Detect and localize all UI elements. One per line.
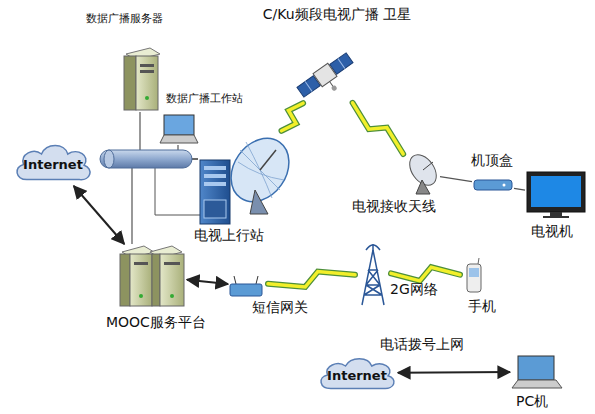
uplink-station: 电视上行站 — [198, 134, 290, 224]
connector — [440, 177, 472, 182]
node-label: 手机 — [468, 298, 496, 315]
node-label: C/Ku频段电视广播 卫星 — [262, 6, 412, 23]
satellite: C/Ku频段电视广播 卫星 — [297, 50, 353, 100]
television: 电视机 — [525, 170, 587, 220]
node-label: MOOC服务平台 — [106, 314, 206, 331]
pc: PC机 — [510, 354, 564, 390]
server-cluster-icon — [120, 246, 184, 306]
wireless-link — [391, 267, 460, 281]
satellite-icon — [296, 51, 360, 107]
node-label: 数据广播服务器 — [86, 12, 163, 25]
cell-network: 2G网络 — [359, 240, 387, 306]
connector — [187, 280, 228, 284]
router-icon — [230, 276, 262, 296]
tv-icon — [527, 172, 585, 218]
node-label: 2G网络 — [390, 281, 438, 298]
receive-antenna: 电视接收天线 — [406, 152, 440, 196]
mooc-platform: MOOC服务平台 — [117, 244, 187, 308]
server: 数据广播服务器 — [120, 46, 162, 112]
edge-label: 电话拨号上网 — [378, 336, 466, 353]
node-label: 数据广播工作站 — [166, 92, 243, 105]
internet-cloud: Internet — [12, 138, 94, 186]
connector — [74, 186, 124, 244]
internet-cloud: Internet — [316, 352, 398, 394]
mobile-phone: 手机 — [464, 256, 484, 294]
cloud-label: Internet — [23, 157, 83, 173]
phone-icon — [467, 258, 481, 292]
network-bus — [100, 150, 192, 168]
set-top-box: 机顶盒 — [472, 177, 514, 193]
laptop-icon — [160, 115, 198, 143]
node-label: 短信网关 — [252, 299, 308, 316]
uplink-station-icon — [200, 127, 301, 224]
connector — [398, 372, 510, 374]
cell-tower-icon — [362, 244, 384, 305]
cloud-label: Internet — [327, 368, 387, 384]
node-label: 电视机 — [531, 223, 573, 240]
server-icon — [124, 48, 160, 110]
wireless-link — [268, 272, 355, 287]
set-top-box-icon — [474, 180, 512, 190]
node-label: 机顶盒 — [471, 152, 513, 169]
dish-antenna-icon — [404, 150, 442, 194]
wire — [155, 168, 200, 215]
connector — [514, 188, 525, 190]
laptop-icon — [512, 356, 562, 388]
workstation: 数据广播工作站 — [160, 113, 200, 145]
node-label: 电视上行站 — [194, 227, 264, 244]
node-label: 电视接收天线 — [352, 198, 436, 215]
wireless-link — [282, 103, 304, 131]
connector — [132, 159, 198, 244]
sms-gateway: 短信网关 — [228, 274, 264, 298]
wireless-link — [353, 103, 404, 154]
node-label: PC机 — [516, 393, 548, 410]
